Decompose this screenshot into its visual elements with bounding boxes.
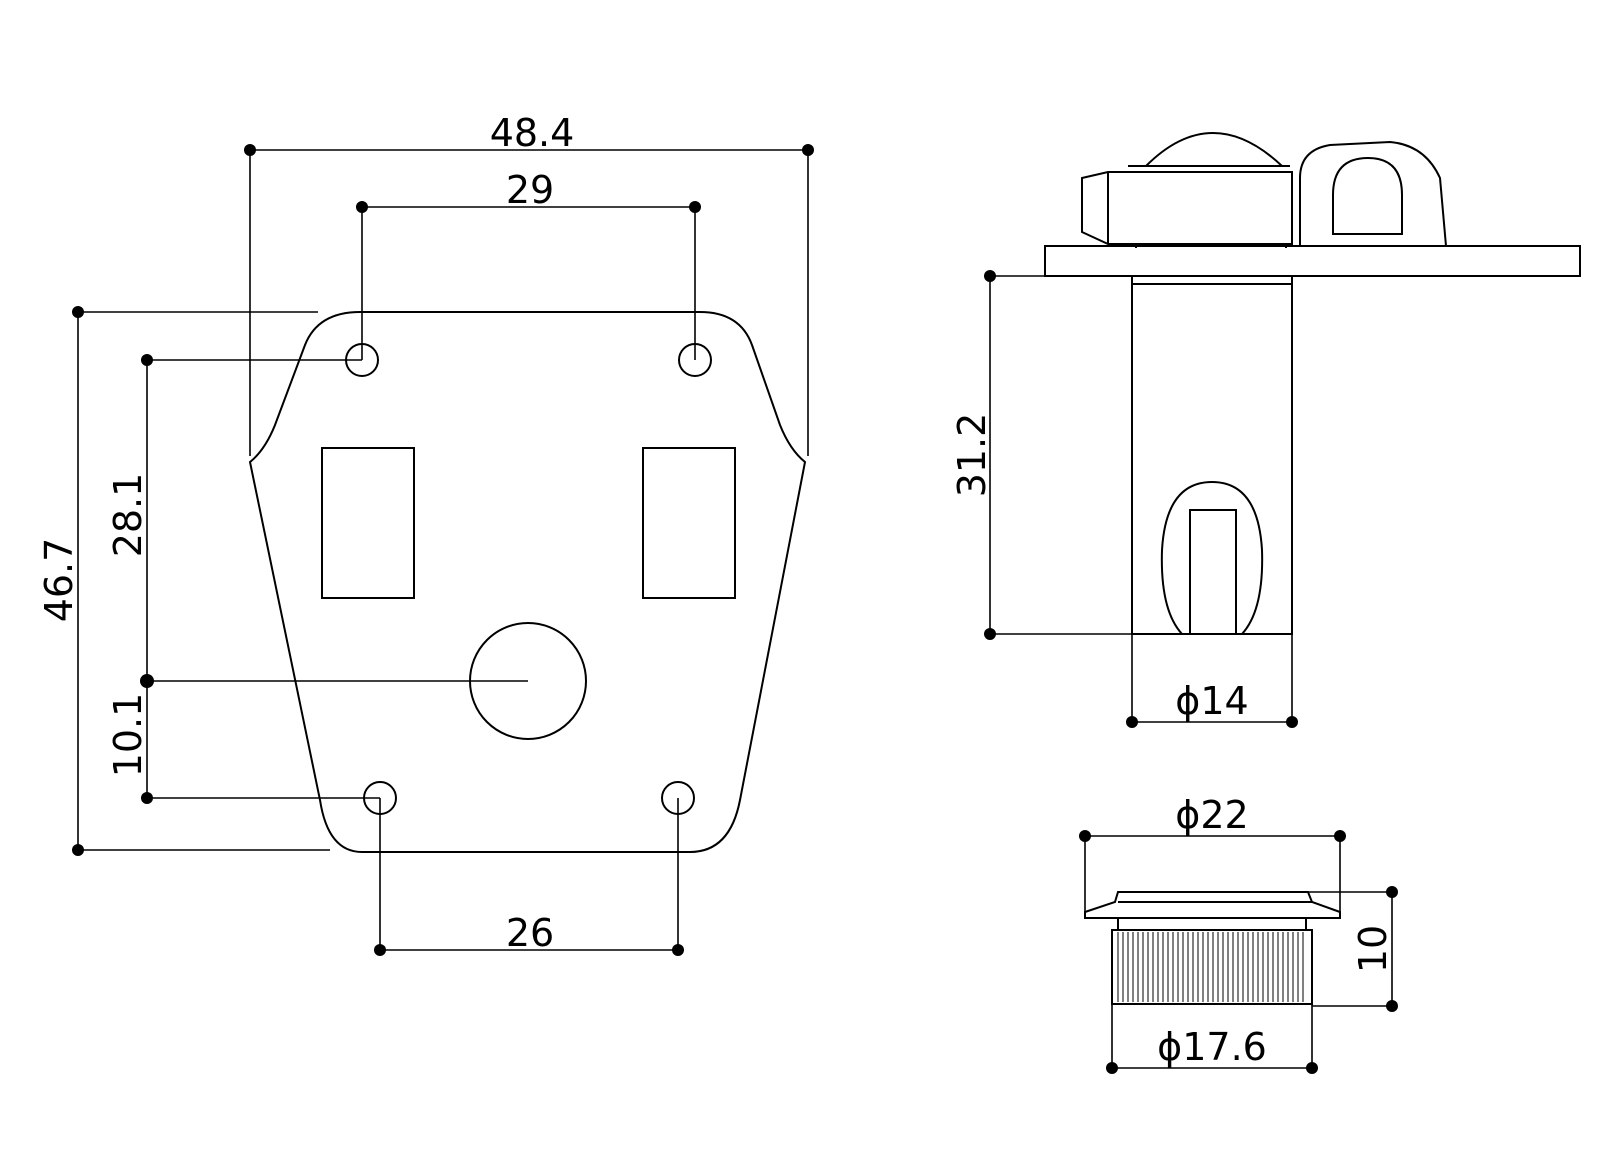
- dim-bottom-hole-spacing-label: 26: [506, 911, 554, 955]
- barrel-slot: [1189, 509, 1237, 634]
- plate-section: [1044, 245, 1581, 277]
- dim-barrel-diameter-label: ϕ14: [1175, 679, 1248, 723]
- dim-jack-to-bottom-hole-label: 10.1: [106, 693, 150, 778]
- spring-contact: [1299, 140, 1447, 247]
- dim-bottom-hole-spacing: 26: [374, 798, 684, 956]
- nut-knurl: [1111, 929, 1313, 1005]
- dim-top-hole-spacing-label: 29: [506, 168, 554, 212]
- dim-knurl-diameter: ϕ17.6: [1106, 1004, 1318, 1074]
- barrel: [1131, 275, 1293, 635]
- right-slot: [642, 447, 736, 599]
- dim-barrel-diameter: ϕ14: [1126, 634, 1298, 728]
- dim-nut-diameter-label: ϕ22: [1175, 793, 1248, 837]
- dim-nut-height-label: 10: [1351, 925, 1395, 973]
- dim-top-hole-spacing: 29: [356, 168, 701, 360]
- dim-knurl-diameter-label: ϕ17.6: [1157, 1025, 1267, 1069]
- jack-side-view: [1044, 132, 1581, 635]
- dim-plate-width-label: 48.4: [490, 111, 575, 155]
- dim-nut-diameter: ϕ22: [1079, 793, 1346, 912]
- dim-plate-height-label: 46.7: [37, 538, 81, 623]
- nut-flange: [1084, 891, 1341, 919]
- dim-plate-width: 48.4: [244, 111, 814, 456]
- barrel-slot-outline: [1160, 480, 1264, 635]
- top-nut: [1081, 171, 1293, 245]
- dim-barrel-length: 31.2: [950, 270, 1132, 640]
- top-dome: [1145, 132, 1283, 167]
- dim-plate-height: 46.7: [37, 306, 330, 856]
- jack-plate-front-view: [248, 311, 807, 853]
- dim-vertical-hole-spacing: 28.1 10.1: [106, 354, 528, 804]
- dim-top-hole-to-jack-label: 28.1: [106, 473, 150, 558]
- knurl-pattern: [1117, 932, 1304, 1002]
- dim-nut-height: 10: [1308, 886, 1398, 1012]
- nut-side-view: [1084, 891, 1341, 1005]
- dim-barrel-length-label: 31.2: [950, 413, 994, 498]
- left-slot: [321, 447, 415, 599]
- plate-outline: [248, 311, 807, 853]
